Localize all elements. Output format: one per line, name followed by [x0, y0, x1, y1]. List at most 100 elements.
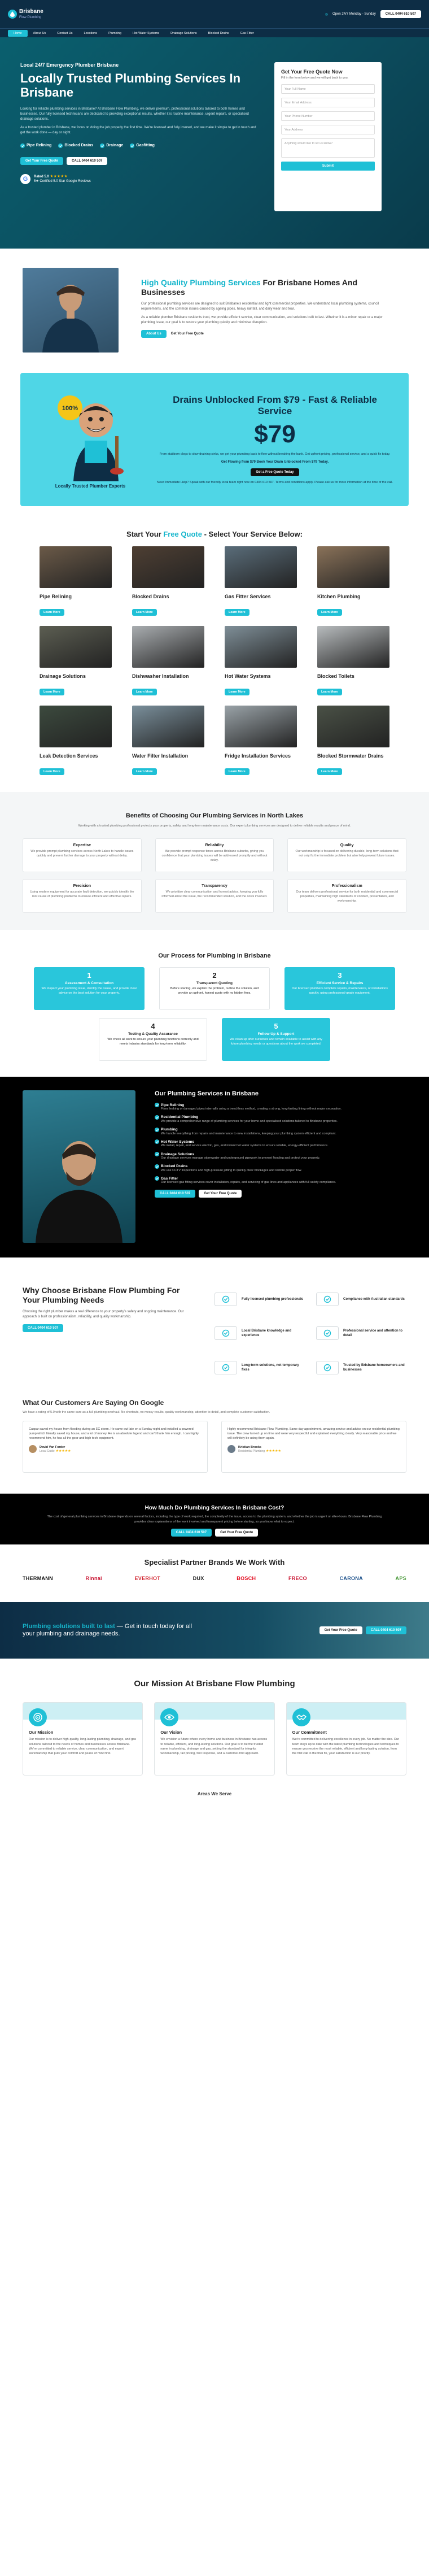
learn-more-button[interactable]: Learn More: [225, 689, 249, 695]
benefit-title: Precision: [73, 884, 91, 889]
nav-hot-water[interactable]: Hot Water Systems: [133, 31, 160, 35]
nav-contact[interactable]: Contact Us: [57, 31, 73, 35]
service-list-name: Hot Water Systems: [161, 1139, 194, 1144]
mission-card-text: We're committed to delivering excellence…: [292, 1738, 399, 1755]
cost-quote-button[interactable]: Get Your Free Quote: [215, 1528, 259, 1537]
why-feature: Professional service and attention to de…: [316, 1320, 406, 1347]
email-field[interactable]: Your Email Address: [281, 98, 375, 107]
service-list-name: Blocked Drains: [161, 1164, 188, 1169]
why-feature-text: Long-term solutions, not temporary fixes: [242, 1363, 299, 1372]
learn-more-button[interactable]: Learn More: [40, 689, 64, 695]
nav-home[interactable]: Home: [8, 29, 28, 37]
nav-drainage[interactable]: Drainage Solutions: [170, 31, 197, 35]
guarantee-badge: 100%: [62, 405, 78, 412]
services-quote-button[interactable]: Get Your Free Quote: [199, 1190, 242, 1198]
learn-more-button[interactable]: Learn More: [132, 768, 157, 775]
message-field[interactable]: Anything would like to let us know?: [281, 138, 375, 158]
learn-more-button[interactable]: Learn More: [317, 768, 342, 775]
learn-more-button[interactable]: Learn More: [225, 609, 249, 616]
brand-logo: APS: [395, 1576, 406, 1582]
nav-blocked-drains[interactable]: Blocked Drains: [208, 31, 229, 35]
service-list-text: We provide a comprehensive range of plum…: [161, 1119, 338, 1123]
about-section: High Quality Plumbing Services For Brisb…: [0, 249, 429, 362]
drains-promo: 100% Locally Trusted Plumber Experts Dra…: [20, 373, 409, 506]
service-list-name: Plumbing: [161, 1128, 178, 1132]
banner-quote-button[interactable]: Get Your Free Quote: [319, 1626, 362, 1635]
star-rating: ★★★★★: [55, 1449, 71, 1453]
brand-logo: FRECO: [288, 1576, 307, 1582]
nav-plumbing[interactable]: Plumbing: [108, 31, 121, 35]
drains-highlight: Get Flowing from $79 Book Your Drain Unb…: [221, 460, 329, 464]
header-call-button[interactable]: CALL 0404 610 507: [380, 10, 421, 18]
service-list-text: Fixes leaking or damaged pipes internall…: [161, 1107, 342, 1111]
learn-more-button[interactable]: Learn More: [225, 768, 249, 775]
learn-more-button[interactable]: Learn More: [132, 689, 157, 695]
why-call-button[interactable]: CALL 0404 610 507: [23, 1324, 64, 1332]
drains-quote-button[interactable]: Get a Free Quote Today: [251, 468, 299, 476]
trust-icon: [316, 1360, 339, 1374]
rating-text: 5★ Certified 5.0 Star Google Reviews: [34, 180, 91, 184]
learn-more-button[interactable]: Learn More: [317, 689, 342, 695]
learn-more-button[interactable]: Learn More: [132, 609, 157, 616]
cost-call-button[interactable]: CALL 0404 610 507: [170, 1528, 212, 1537]
hero-call-button[interactable]: CALL 0404 610 507: [67, 156, 108, 165]
nav-about[interactable]: About Us: [33, 31, 46, 35]
mission-card-text: We envision a future where every home an…: [160, 1738, 268, 1755]
learn-more-button[interactable]: Learn More: [40, 609, 64, 616]
brand-logo[interactable]: Brisbane Flow Plumbing: [8, 9, 43, 19]
droplet-icon: [8, 10, 17, 19]
service-list-title: Gas Fitter: [155, 1176, 406, 1181]
service-list-title: Hot Water Systems: [155, 1139, 406, 1145]
services-call-button[interactable]: CALL 0404 610 507: [155, 1190, 196, 1198]
submit-button[interactable]: Submit: [281, 162, 375, 171]
check-icon: [155, 1152, 159, 1156]
learn-more-button[interactable]: Learn More: [40, 768, 64, 775]
mission-card: Our Commitment We're committed to delive…: [286, 1702, 406, 1776]
phone-field[interactable]: Your Phone Number: [281, 111, 375, 121]
about-us-button[interactable]: About Us: [141, 329, 167, 338]
banner-call-button[interactable]: CALL 0404 610 507: [365, 1626, 406, 1635]
check-icon: [155, 1139, 159, 1145]
service-list-name: Residential Plumbing: [161, 1115, 199, 1120]
nav-gas-fitter[interactable]: Gas Fitter: [240, 31, 254, 35]
plumber-photo: [23, 1090, 135, 1243]
cta-banner: Plumbing solutions built to last — Get i…: [0, 1602, 429, 1659]
process-step: 2 Transparent Quoting Before starting, w…: [159, 967, 270, 1011]
areas-heading: Areas We Serve: [197, 1791, 232, 1797]
review-meta: Residential Plumbing: [238, 1449, 265, 1453]
learn-more-button[interactable]: Learn More: [317, 609, 342, 616]
quote-form: Get Your Free Quote Now Fill in the form…: [274, 62, 382, 211]
hero-paragraph: Looking for reliable plumbing services i…: [20, 107, 249, 121]
address-field[interactable]: Your Address: [281, 125, 375, 134]
service-image: [317, 546, 389, 588]
process-step: 4 Testing & Quality Assurance We check a…: [99, 1018, 207, 1061]
mission-title: Our Mission At Brisbane Flow Plumbing: [134, 1679, 295, 1689]
hero-tag: Local 24/7 Emergency Plumber Brisbane: [20, 62, 119, 68]
service-list-title: Residential Plumbing: [155, 1115, 406, 1120]
nav-locations[interactable]: Locations: [84, 31, 98, 35]
about-quote-link[interactable]: Get Your Free Quote: [170, 332, 204, 336]
benefits-title: Benefits of Choosing Our Plumbing Servic…: [125, 812, 304, 819]
service-name: Leak Detection Services: [40, 753, 98, 759]
hero-section: Local 24/7 Emergency Plumber Brisbane Lo…: [0, 37, 429, 249]
name-field[interactable]: Your Full Name: [281, 84, 375, 94]
hero-quote-button[interactable]: Get Your Free Quote: [20, 156, 64, 165]
process-section: Our Process for Plumbing in Brisbane 1 A…: [0, 930, 429, 1077]
